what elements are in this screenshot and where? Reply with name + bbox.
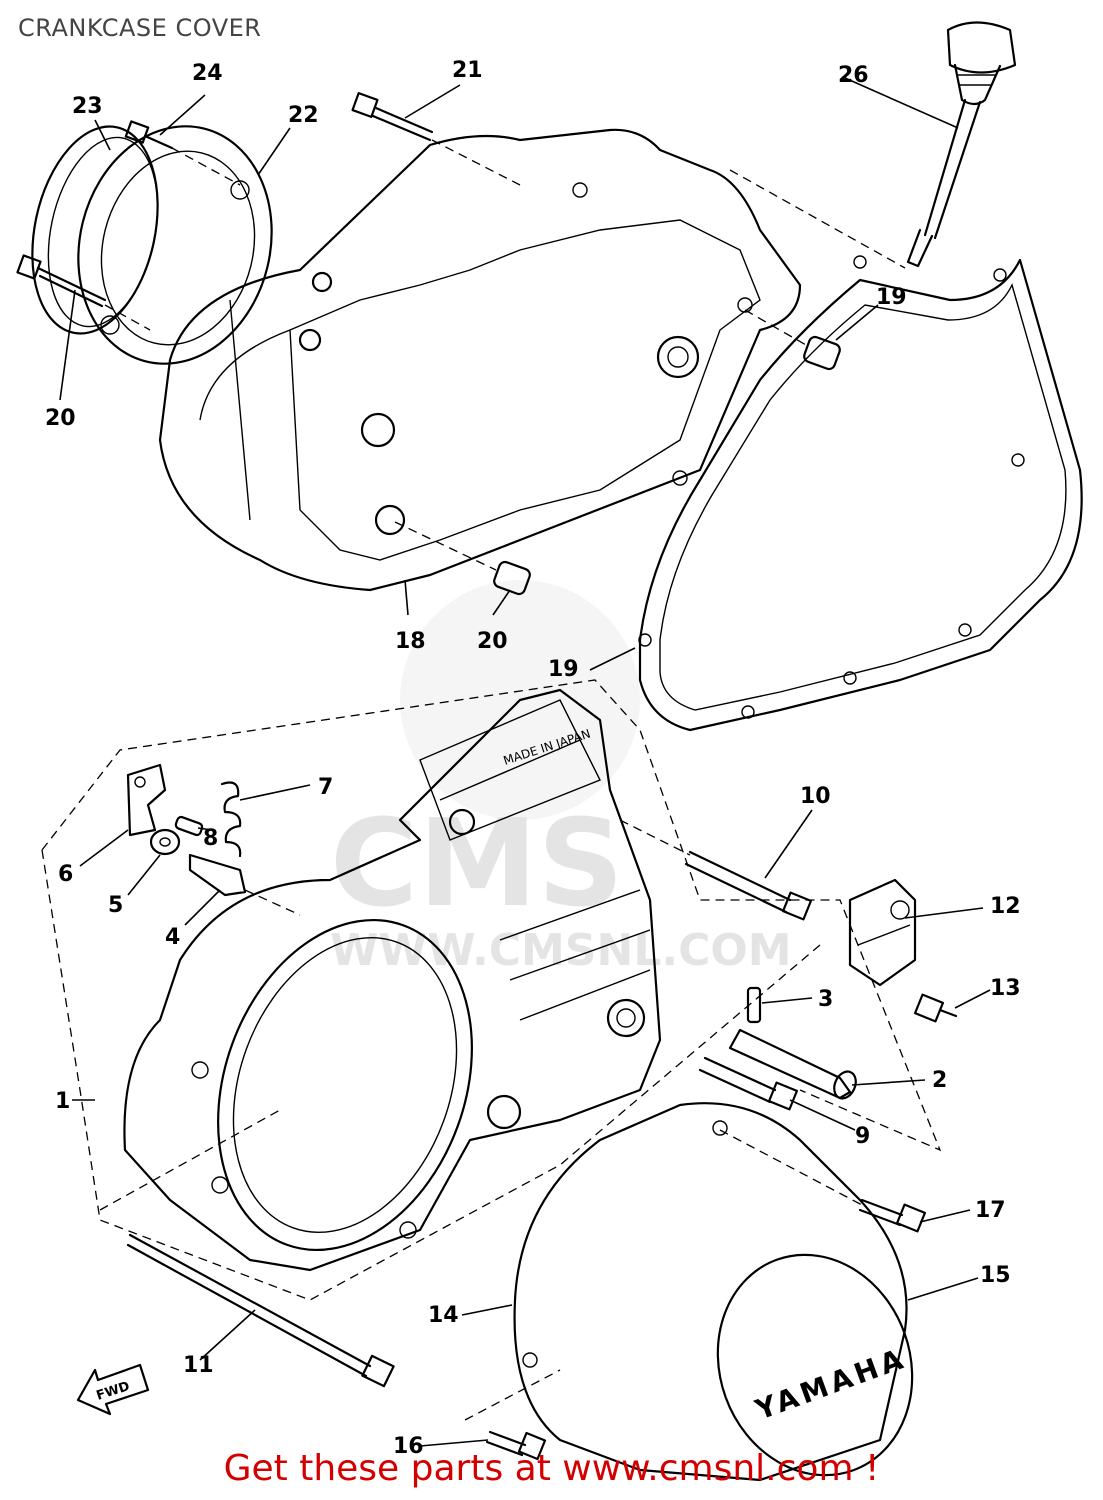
footer-cta-text[interactable]: Get these parts at www.cmsnl.com !: [223, 1448, 880, 1489]
callout-21: 21: [452, 58, 483, 83]
callout-labels: 24 23 22 21 20 26 19 18 20 19 7 8 6 5 4 …: [45, 58, 1021, 1459]
page-title: CRANKCASE COVER: [18, 14, 262, 42]
part-22-bolt: [16, 254, 151, 331]
callout-8: 8: [203, 826, 218, 851]
callout-16: 16: [393, 1434, 424, 1459]
callout-20-upper: 19: [876, 285, 907, 310]
part-17-bolt: [719, 1129, 927, 1233]
assembly-dash-frame: [41, 679, 942, 1421]
part-24-seal-ring: [31, 125, 159, 335]
callout-12: 12: [990, 894, 1021, 919]
callout-10: 10: [800, 784, 831, 809]
callout-11: 11: [183, 1353, 214, 1378]
callout-20-lower: 20: [477, 629, 508, 654]
part-10-bolt: [619, 819, 813, 921]
part-3-pin: [746, 986, 762, 1024]
part-7-spring: [220, 781, 242, 858]
part-6-lever: [126, 763, 167, 837]
callout-24: 23: [72, 94, 103, 119]
callout-7: 7: [318, 775, 333, 800]
part-14-magneto-cover: [513, 1102, 908, 1482]
callout-15: 15: [980, 1263, 1011, 1288]
part-25-bolt: [124, 120, 241, 186]
watermark-url: WWW.CMSNL.COM: [330, 925, 792, 976]
part-23-cover-plate: [77, 125, 273, 365]
footer-cta[interactable]: Get these parts at www.cmsnl.com !: [0, 1448, 1103, 1489]
fwd-label: FWD: [95, 1379, 132, 1404]
part-5-washer: [149, 828, 181, 856]
part-11-long-bolt: [126, 1233, 395, 1388]
part-21-bolt: [351, 92, 521, 186]
part-18-inner-crankcase-cover: [158, 128, 802, 592]
callout-2: 2: [932, 1068, 947, 1093]
leader-lines: [59, 77, 991, 1447]
callout-13: 13: [990, 976, 1021, 1001]
part-13-bolt: [913, 993, 958, 1023]
part-9-bolt: [698, 1056, 799, 1111]
part-16-bolt: [485, 1430, 547, 1461]
fwd-arrow: FWD: [76, 1363, 150, 1416]
callout-4: 4: [165, 925, 180, 950]
part-8-pin: [174, 815, 204, 837]
watermark-brand: CMS: [330, 795, 624, 934]
callout-22: 20: [45, 406, 76, 431]
part-19-gasket: [638, 255, 1083, 732]
callout-9: 9: [855, 1124, 870, 1149]
callout-19: 19: [548, 657, 579, 682]
callout-6: 6: [58, 862, 73, 887]
callout-3: 3: [818, 987, 833, 1012]
callout-5: 5: [108, 893, 123, 918]
callout-18: 18: [395, 629, 426, 654]
part-26-oil-filler-cap: [729, 21, 1017, 269]
callout-25: 24: [192, 61, 223, 86]
callout-17: 17: [975, 1198, 1006, 1223]
part-12-cap: [848, 878, 917, 987]
callout-1: 1: [55, 1089, 70, 1114]
part-4-shaft: [188, 853, 301, 916]
part-20-dowel-upper: [744, 309, 841, 371]
part-2-shaft: [728, 1028, 857, 1100]
callout-26: 26: [838, 63, 869, 88]
callout-14: 14: [428, 1303, 459, 1328]
callout-23: 22: [288, 103, 319, 128]
part-20-dowel-lower: [394, 521, 531, 596]
